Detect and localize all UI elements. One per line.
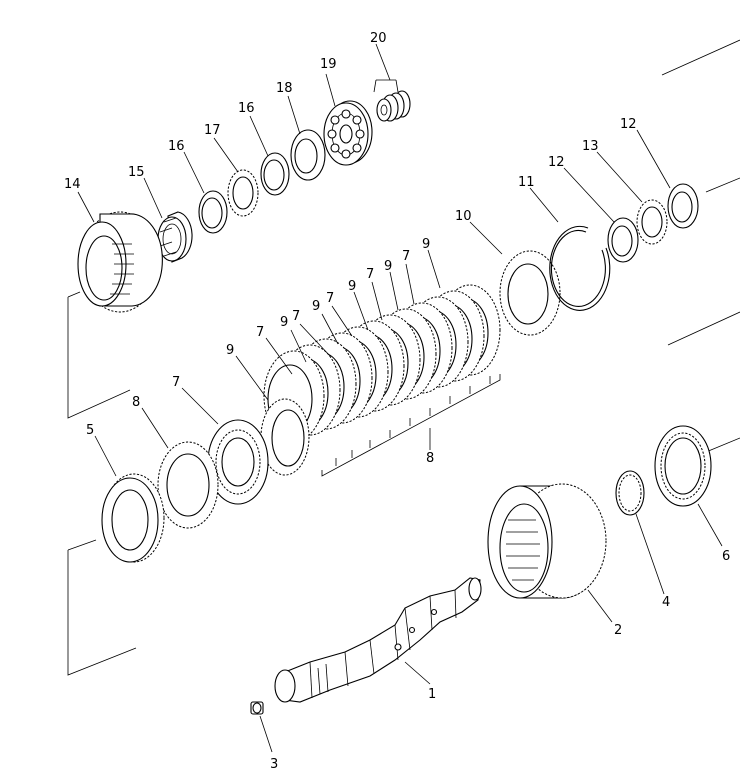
part-3-plug [250,701,264,715]
callout-9-f: 9 [422,237,430,252]
part-6-plate [654,425,712,507]
callout-labels: 20 19 18 16 17 16 15 14 10 11 12 13 12 5… [64,31,730,769]
callout-12-upper: 12 [620,117,637,132]
part-15-needle-bearing [157,211,193,263]
callout-7-b: 7 [256,325,264,340]
callout-20: 20 [370,31,387,46]
part-20-spring [376,90,411,122]
part-19-bearing [323,100,373,166]
callout-15: 15 [128,165,145,180]
part-8-disc-front [157,441,219,529]
callout-7-d: 7 [326,291,334,306]
callout-6: 6 [722,549,730,564]
callout-9-d: 9 [348,279,356,294]
callout-9-c: 9 [312,299,320,314]
callout-9-e: 9 [384,259,392,274]
callout-13: 13 [582,139,599,154]
part-16-ring-lower [198,190,228,234]
leader-lines [77,43,723,753]
callout-12-lower: 12 [548,155,565,170]
callout-4: 4 [662,595,670,610]
part-5-gear-ring [101,473,165,563]
assembly-bracket-lines [67,39,740,676]
callout-7-c: 7 [292,309,300,324]
callout-8-stack: 8 [426,451,434,466]
callout-9-a: 9 [226,343,234,358]
callout-11: 11 [518,175,535,190]
callout-16-lower: 16 [168,139,185,154]
callout-18: 18 [276,81,293,96]
callout-9-b: 9 [280,315,288,330]
part-2-drum [487,483,607,599]
callout-5: 5 [86,423,94,438]
clutch-disc-stack [260,284,501,476]
part-14-gear [77,211,163,313]
part-16-ring-upper [260,152,290,196]
callout-7-front: 7 [172,375,180,390]
callout-1: 1 [428,687,436,702]
part-1-shaft [274,577,482,703]
callout-19: 19 [320,57,337,72]
callout-17: 17 [204,123,221,138]
callout-3: 3 [270,757,278,769]
part-12-washer-upper [667,183,699,229]
part-4-ring [615,470,645,516]
part-17-thrust-bearing [227,169,259,217]
part-11-snap-ring [549,225,611,311]
part-13-thrust-bearing [636,199,668,245]
callout-10: 10 [455,209,472,224]
callout-8-front: 8 [132,395,140,410]
part-18-washer [290,129,326,181]
part-12-washer-lower [607,217,639,263]
callout-16-upper: 16 [238,101,255,116]
part-10-plate [499,250,561,336]
callout-2: 2 [614,623,622,638]
callout-14: 14 [64,177,81,192]
callout-7-f: 7 [402,249,410,264]
callout-7-e: 7 [366,267,374,282]
